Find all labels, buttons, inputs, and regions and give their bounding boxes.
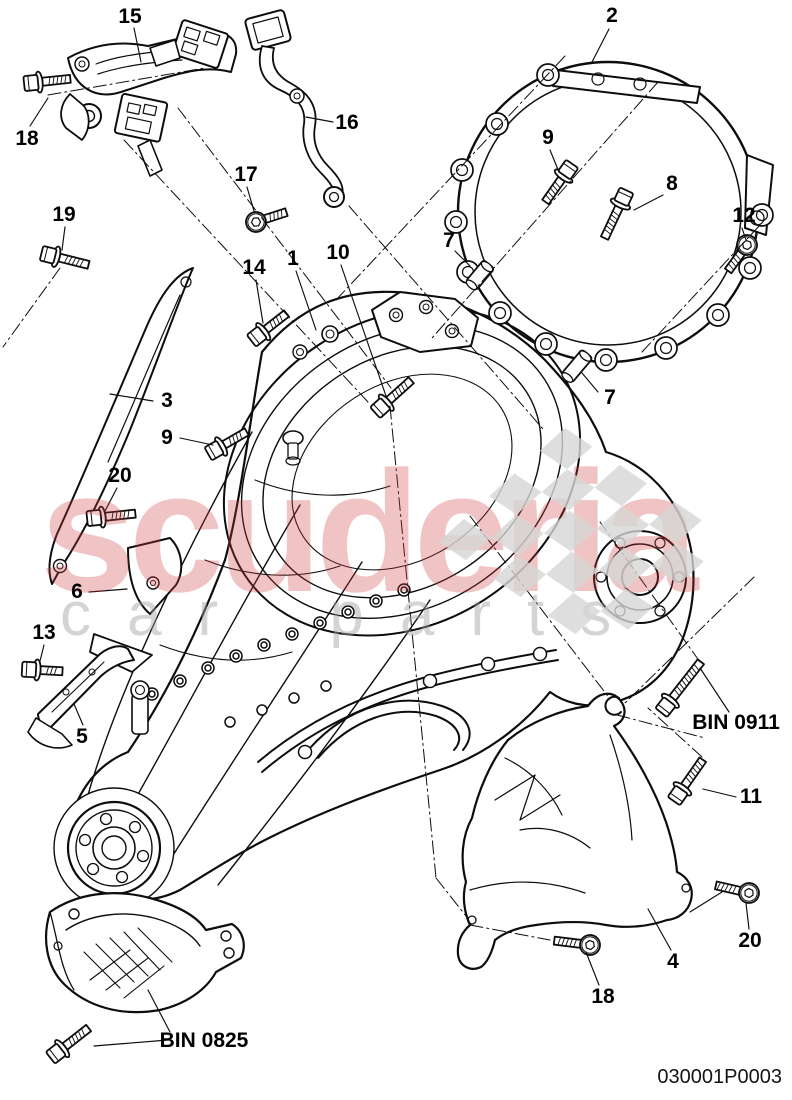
rail-bracket-part xyxy=(27,645,135,749)
dashdot-line xyxy=(647,707,703,758)
leader-line xyxy=(133,27,142,63)
leader-line xyxy=(633,194,664,211)
leader-line xyxy=(73,703,84,726)
bolt-11 xyxy=(667,756,707,806)
dashdot-line xyxy=(469,515,611,700)
fasteners-layer xyxy=(20,70,760,1064)
bolt-13 xyxy=(20,658,64,682)
leader-line xyxy=(29,97,49,127)
leader-line xyxy=(88,588,128,593)
dashdot-line xyxy=(348,205,544,430)
dashdot-line xyxy=(335,55,566,301)
bolt-9-top xyxy=(541,159,579,206)
dashdot-line xyxy=(2,267,61,348)
leader-line xyxy=(689,891,723,913)
drawing-code: 030001P0003 xyxy=(657,1066,782,1088)
bolt-bin-0825 xyxy=(45,1023,92,1064)
holder-arm-part xyxy=(244,9,345,208)
front-flange xyxy=(53,787,175,909)
bolt-10 xyxy=(370,376,415,419)
bolt-17 xyxy=(245,207,289,233)
leader-line xyxy=(61,226,66,251)
dashdot-line xyxy=(469,924,551,941)
leader-line xyxy=(255,279,264,324)
leader-line xyxy=(591,28,610,63)
leader-line xyxy=(104,487,118,512)
leader-line xyxy=(179,437,214,446)
bolt-18-top xyxy=(22,70,72,94)
dowel-7-lower xyxy=(561,349,593,383)
leader-line xyxy=(699,667,730,713)
leader-line xyxy=(702,788,737,798)
breather-cap xyxy=(282,430,304,466)
dashdot-line xyxy=(177,107,392,389)
cooler-pipes xyxy=(257,646,559,773)
dashdot-line xyxy=(47,67,206,96)
leader-line xyxy=(585,951,600,986)
bolt-8 xyxy=(600,187,634,241)
sensor-bracket-part xyxy=(60,19,238,177)
dashdot-line xyxy=(624,576,755,704)
heat-shield-part xyxy=(456,692,693,970)
dashdot-line xyxy=(123,139,369,403)
leader-line xyxy=(741,227,747,241)
leader-line xyxy=(246,186,255,212)
dashdot-line xyxy=(641,224,761,353)
bolt-9-left xyxy=(204,427,250,461)
mount-bracket-part xyxy=(371,291,479,353)
leader-line xyxy=(745,902,750,930)
dashdot-line xyxy=(431,81,659,339)
leader-line xyxy=(454,250,471,267)
bolt-19 xyxy=(39,245,91,270)
cradle-bracket-part xyxy=(44,892,245,1014)
bolt-12 xyxy=(724,234,758,275)
dashdot-line xyxy=(435,877,467,917)
leader-line xyxy=(109,393,154,402)
dowel-7-upper xyxy=(465,260,495,291)
leader-line xyxy=(147,989,171,1033)
callout-leader-lines xyxy=(29,27,750,1047)
leader-line xyxy=(549,149,560,173)
gasket-part xyxy=(444,60,774,372)
leader-line xyxy=(581,372,599,393)
dashdot-line xyxy=(616,714,706,739)
stud-bolt-row xyxy=(145,583,411,728)
leader-line xyxy=(295,270,317,331)
leader-line xyxy=(93,1039,169,1047)
alignment-dashdot-lines xyxy=(2,55,761,941)
bolt-14 xyxy=(246,309,290,347)
bell-housing-rings xyxy=(222,307,582,637)
cover-strip-part xyxy=(48,267,194,585)
leader-line xyxy=(647,908,672,951)
bolt-18-bottom xyxy=(552,934,601,956)
leader-line xyxy=(305,116,334,123)
leader-line xyxy=(340,264,387,397)
bolt-20-left xyxy=(85,505,137,529)
bolt-bin-0911 xyxy=(655,658,705,718)
leader-line xyxy=(39,644,45,662)
rear-flange xyxy=(593,530,687,624)
bolt-20-bottom xyxy=(714,880,760,904)
dashdot-line xyxy=(389,405,437,879)
